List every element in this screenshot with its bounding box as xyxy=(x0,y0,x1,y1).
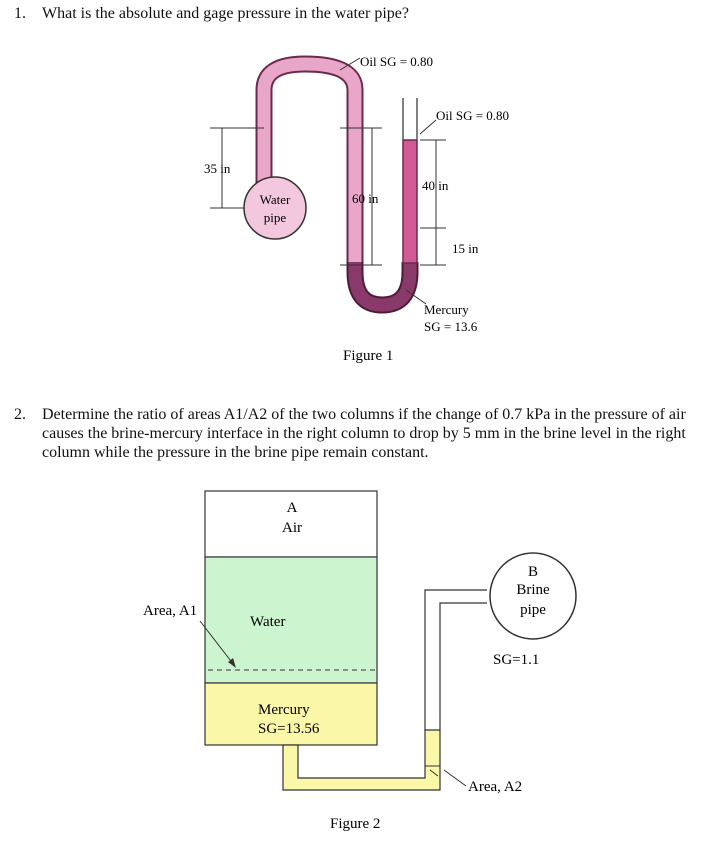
oil-top-label: Oil SG = 0.80 xyxy=(360,54,433,69)
oil-right-label: Oil SG = 0.80 xyxy=(436,108,509,123)
mercury-tube-fill xyxy=(348,262,417,312)
area-a2-leader xyxy=(443,769,467,787)
oil-tube-fill xyxy=(257,57,362,265)
oil-right-leader xyxy=(419,119,437,135)
brine-b-label: B xyxy=(528,564,538,580)
water-pipe-label-2: pipe xyxy=(264,210,287,225)
mercury-compartment xyxy=(204,682,378,746)
question-2-text: Determine the ratio of areas A1/A2 of th… xyxy=(42,406,686,461)
mercury-label-1: Mercury xyxy=(258,702,310,718)
dim-15-label: 15 in xyxy=(452,241,479,256)
area-a1-arrow-line xyxy=(199,620,235,666)
mercury-label-1: Mercury xyxy=(424,302,469,317)
air-a-label: A xyxy=(287,500,298,516)
air-compartment xyxy=(204,490,378,558)
brine-label-2: pipe xyxy=(520,602,546,618)
dim-40-label: 40 in xyxy=(422,178,449,193)
question-1-text: What is the absolute and gage pressure i… xyxy=(42,5,409,22)
brine-pipe-circle xyxy=(489,552,577,640)
dim-35-label: 35 in xyxy=(204,161,231,176)
interface-tick xyxy=(429,769,439,777)
mercury-label-2: SG=13.56 xyxy=(258,721,320,737)
figure-1-caption: Figure 1 xyxy=(343,348,393,364)
brine-tube xyxy=(424,589,487,730)
area-a1-label: Area, A1 xyxy=(143,603,197,619)
brine-label-1: Brine xyxy=(516,582,550,598)
brine-sg-label: SG=1.1 xyxy=(493,652,539,668)
water-pipe-label-1: Water xyxy=(260,192,291,207)
water-label: Water xyxy=(250,614,285,630)
question-2-number: 2. xyxy=(14,406,26,423)
dim-60-label: 60 in xyxy=(352,191,379,206)
mercury-leader xyxy=(405,289,427,305)
oil-right-column xyxy=(402,139,418,264)
question-1-number: 1. xyxy=(14,5,26,22)
area-a2-label: Area, A2 xyxy=(468,779,522,795)
figure-2-caption: Figure 2 xyxy=(330,816,380,832)
oil-top-leader xyxy=(339,57,361,71)
air-label: Air xyxy=(282,520,302,536)
mercury-label-2: SG = 13.6 xyxy=(424,319,478,334)
area-a1-arrowhead xyxy=(228,658,236,668)
